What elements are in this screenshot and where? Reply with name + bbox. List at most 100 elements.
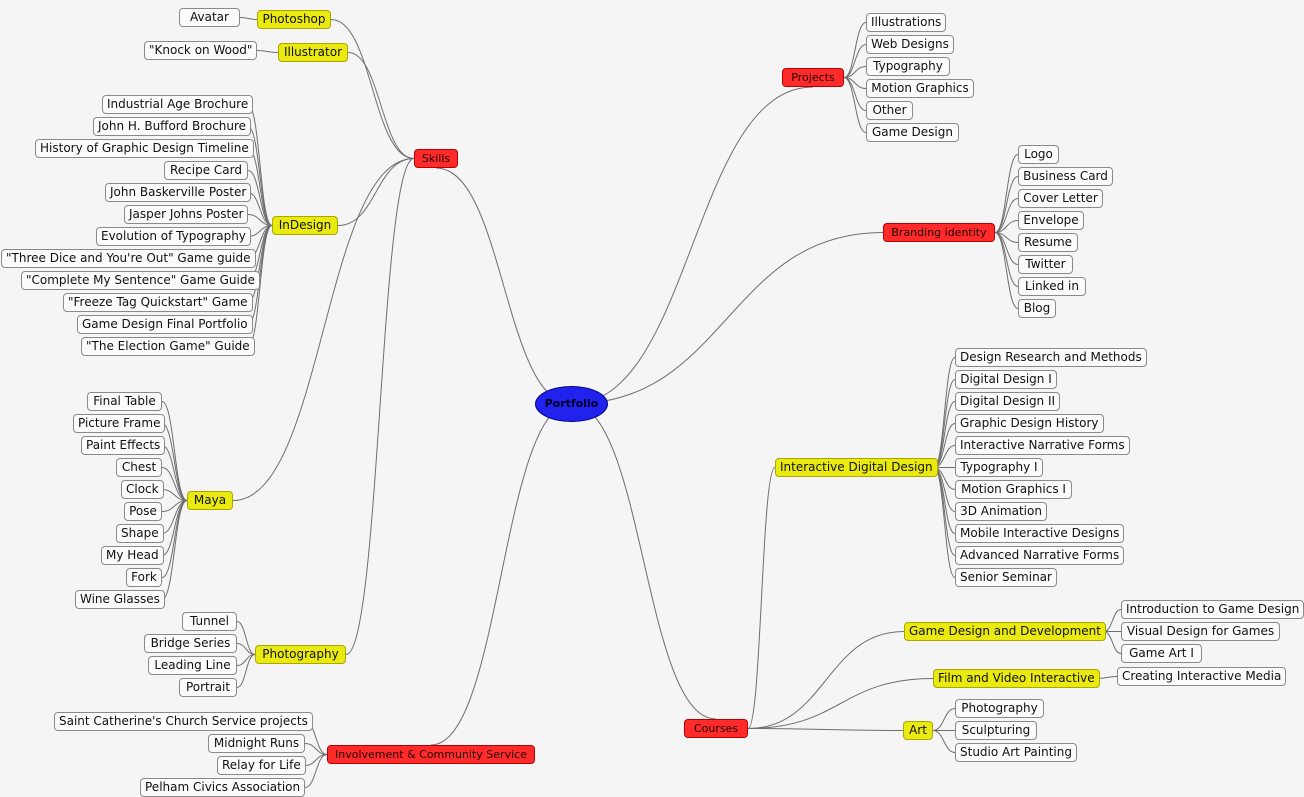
- leaf-node-linked-in[interactable]: Linked in: [1018, 277, 1086, 296]
- sub-node-film-and-video-interactive[interactable]: Film and Video Interactive: [933, 669, 1100, 688]
- main-node-involvement-community-service[interactable]: Involvement & Community Service: [327, 745, 535, 764]
- link-root-projects: [571, 86, 814, 405]
- leaf-node-creating-interactive-media[interactable]: Creating Interactive Media: [1117, 667, 1287, 686]
- leaf-node-leading-line[interactable]: Leading Line: [148, 656, 237, 675]
- leaf-node-the-election-game-guide[interactable]: "The Election Game" Guide: [81, 337, 255, 356]
- link-fvi-f1: [1096, 676, 1118, 679]
- sub-node-game-design-and-development[interactable]: Game Design and Development: [904, 622, 1106, 641]
- leaf-node-photography[interactable]: Photography: [955, 699, 1044, 718]
- leaf-node-business-card[interactable]: Business Card: [1018, 167, 1113, 186]
- leaf-node-tunnel[interactable]: Tunnel: [182, 612, 237, 631]
- leaf-node-envelope[interactable]: Envelope: [1018, 211, 1084, 230]
- link-root-courses: [571, 403, 717, 720]
- link-idd-c2: [933, 379, 956, 468]
- leaf-node-introduction-to-game-design[interactable]: Introduction to Game Design: [1121, 600, 1304, 619]
- leaf-node-resume[interactable]: Resume: [1018, 233, 1078, 252]
- leaf-node-saint-catherine-s-church-service-projects[interactable]: Saint Catherine's Church Service project…: [54, 712, 313, 731]
- link-skills-indesign: [337, 158, 415, 226]
- leaf-node-paint-effects[interactable]: Paint Effects: [81, 436, 166, 455]
- leaf-node-cover-letter[interactable]: Cover Letter: [1018, 189, 1103, 208]
- sub-node-photoshop[interactable]: Photoshop: [257, 10, 331, 29]
- leaf-node-wine-glasses[interactable]: Wine Glasses: [75, 590, 165, 609]
- leaf-node-visual-design-for-games[interactable]: Visual Design for Games: [1121, 622, 1280, 641]
- leaf-node-studio-art-painting[interactable]: Studio Art Painting: [955, 743, 1077, 762]
- leaf-node-mobile-interactive-designs[interactable]: Mobile Interactive Designs: [955, 524, 1125, 543]
- leaf-node-digital-design-ii[interactable]: Digital Design II: [955, 392, 1061, 411]
- leaf-node-web-designs[interactable]: Web Designs: [866, 35, 954, 54]
- main-node-projects[interactable]: Projects: [782, 68, 844, 87]
- leaf-node-pose[interactable]: Pose: [124, 502, 162, 521]
- leaf-node-design-research-and-methods[interactable]: Design Research and Methods: [955, 348, 1147, 367]
- link-maya-m5: [161, 489, 188, 501]
- leaf-node-shape[interactable]: Shape: [116, 524, 164, 543]
- sub-node-photography[interactable]: Photography: [255, 645, 346, 664]
- leaf-node-blog[interactable]: Blog: [1018, 299, 1056, 318]
- link-root-branding: [571, 232, 884, 405]
- leaf-node-portrait[interactable]: Portrait: [179, 678, 237, 697]
- leaf-node-complete-my-sentence-game-guide[interactable]: "Complete My Sentence" Game Guide: [21, 271, 260, 290]
- main-node-branding-identity[interactable]: Branding identity: [883, 223, 995, 242]
- link-branding-b2: [994, 176, 1019, 233]
- link-projects-pr2: [843, 44, 867, 78]
- link-gdd-g3: [1103, 631, 1122, 654]
- leaf-node-interactive-narrative-forms[interactable]: Interactive Narrative Forms: [955, 436, 1130, 455]
- leaf-node-game-design[interactable]: Game Design: [866, 123, 959, 142]
- leaf-node-digital-design-i[interactable]: Digital Design I: [955, 370, 1057, 389]
- leaf-node-3d-animation[interactable]: 3D Animation: [955, 502, 1047, 521]
- link-skills-photography: [345, 158, 415, 655]
- link-maya-m9: [161, 500, 188, 578]
- sub-node-interactive-digital-design[interactable]: Interactive Digital Design: [775, 458, 938, 477]
- link-gdd-g1: [1103, 609, 1122, 632]
- leaf-node-game-art-i[interactable]: Game Art I: [1121, 644, 1202, 663]
- link-photography-p4: [236, 654, 256, 688]
- leaf-node-motion-graphics-i[interactable]: Motion Graphics I: [955, 480, 1072, 499]
- leaf-node-knock-on-wood[interactable]: "Knock on Wood": [144, 41, 258, 60]
- leaf-node-history-of-graphic-design-timeline[interactable]: History of Graphic Design Timeline: [35, 139, 254, 158]
- sub-node-maya[interactable]: Maya: [187, 491, 233, 510]
- leaf-node-typography[interactable]: Typography: [866, 57, 950, 76]
- leaf-node-logo[interactable]: Logo: [1018, 145, 1059, 164]
- leaf-node-freeze-tag-quickstart-game[interactable]: "Freeze Tag Quickstart" Game: [63, 293, 253, 312]
- leaf-node-clock[interactable]: Clock: [121, 480, 164, 499]
- leaf-node-illustrations[interactable]: Illustrations: [866, 13, 947, 32]
- leaf-node-relay-for-life[interactable]: Relay for Life: [217, 756, 306, 775]
- leaf-node-john-h-bufford-brochure[interactable]: John H. Bufford Brochure: [93, 117, 252, 136]
- link-projects-pr6: [843, 77, 867, 133]
- leaf-node-final-table[interactable]: Final Table: [87, 392, 162, 411]
- leaf-node-chest[interactable]: Chest: [116, 458, 162, 477]
- link-maya-m2: [161, 423, 188, 501]
- leaf-node-motion-graphics[interactable]: Motion Graphics: [866, 79, 974, 98]
- sub-node-art[interactable]: Art: [903, 721, 933, 740]
- link-branding-b1: [994, 154, 1019, 233]
- leaf-node-industrial-age-brochure[interactable]: Industrial Age Brochure: [102, 95, 254, 114]
- leaf-node-john-baskerville-poster[interactable]: John Baskerville Poster: [105, 183, 252, 202]
- link-art-a1: [932, 708, 956, 731]
- leaf-node-jasper-johns-poster[interactable]: Jasper Johns Poster: [124, 205, 249, 224]
- leaf-node-recipe-card[interactable]: Recipe Card: [164, 161, 248, 180]
- leaf-node-bridge-series[interactable]: Bridge Series: [144, 634, 237, 653]
- main-node-courses[interactable]: Courses: [684, 719, 748, 738]
- leaf-node-avatar[interactable]: Avatar: [179, 8, 240, 27]
- link-indesign-id6: [247, 214, 273, 226]
- leaf-node-my-head[interactable]: My Head: [101, 546, 164, 565]
- leaf-node-graphic-design-history[interactable]: Graphic Design History: [955, 414, 1104, 433]
- leaf-node-midnight-runs[interactable]: Midnight Runs: [208, 734, 305, 753]
- leaf-node-typography-i[interactable]: Typography I: [955, 458, 1043, 477]
- leaf-node-evolution-of-typography[interactable]: Evolution of Typography: [96, 227, 251, 246]
- leaf-node-senior-seminar[interactable]: Senior Seminar: [955, 568, 1057, 587]
- leaf-node-pelham-civics-association[interactable]: Pelham Civics Association: [140, 778, 306, 797]
- leaf-node-picture-frame[interactable]: Picture Frame: [73, 414, 166, 433]
- leaf-node-fork[interactable]: Fork: [126, 568, 162, 587]
- link-branding-b7: [994, 232, 1019, 287]
- leaf-node-twitter[interactable]: Twitter: [1018, 255, 1073, 274]
- root-node-portfolio[interactable]: Portfolio: [535, 386, 608, 422]
- leaf-node-advanced-narrative-forms[interactable]: Advanced Narrative Forms: [955, 546, 1125, 565]
- main-node-skills[interactable]: Skills: [414, 149, 458, 168]
- leaf-node-game-design-final-portfolio[interactable]: Game Design Final Portfolio: [77, 315, 253, 334]
- sub-node-illustrator[interactable]: Illustrator: [278, 43, 348, 62]
- leaf-node-sculpturing[interactable]: Sculpturing: [955, 721, 1037, 740]
- sub-node-indesign[interactable]: InDesign: [272, 216, 338, 235]
- leaf-node-three-dice-and-you-re-out-game-guide[interactable]: "Three Dice and You're Out" Game guide: [1, 249, 256, 268]
- leaf-node-other[interactable]: Other: [866, 101, 913, 120]
